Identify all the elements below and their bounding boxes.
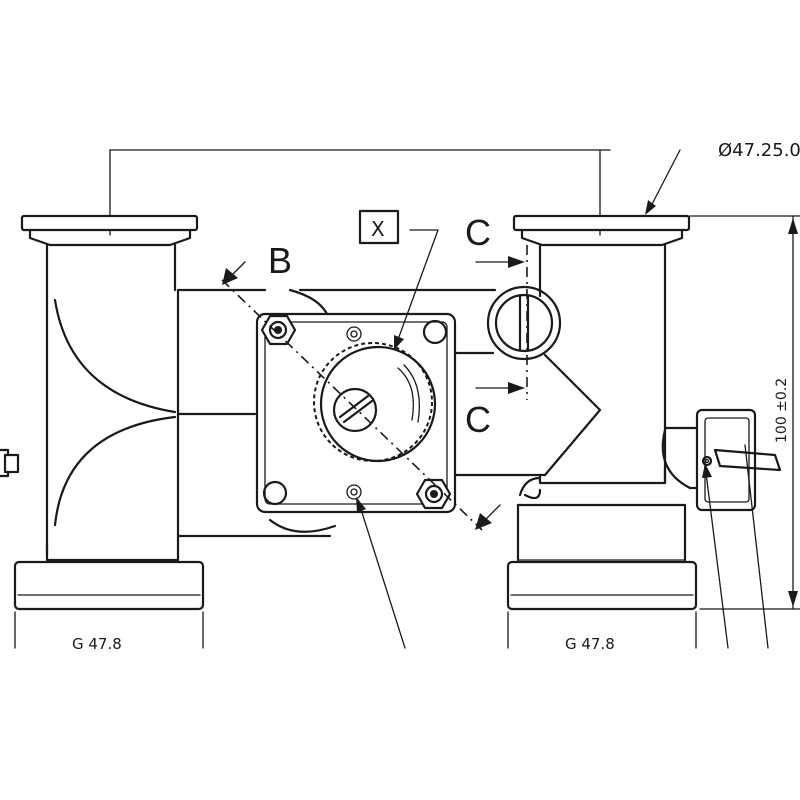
section-b-label: B <box>268 240 292 281</box>
left-port <box>0 214 257 611</box>
top-right-partial-label: Ø47.25.0 <box>718 140 800 161</box>
detail-x-label: X <box>371 217 385 241</box>
section-c-top-label: C <box>465 212 491 253</box>
section-c-bottom-label: C <box>465 399 491 440</box>
thread-right-label: G 47.8 <box>565 635 615 653</box>
height-dimension-label: 100 ±0.2 <box>774 378 790 443</box>
right-port <box>486 214 782 611</box>
detail-x-callout <box>358 209 439 350</box>
center-body <box>176 288 547 538</box>
thread-left-label: G 47.8 <box>72 635 122 653</box>
thread-dimensions <box>14 611 697 649</box>
height-dimension <box>689 215 800 610</box>
section-b-line <box>221 261 501 531</box>
bottom-leaders <box>356 444 769 649</box>
section-c-arrows <box>475 245 528 400</box>
